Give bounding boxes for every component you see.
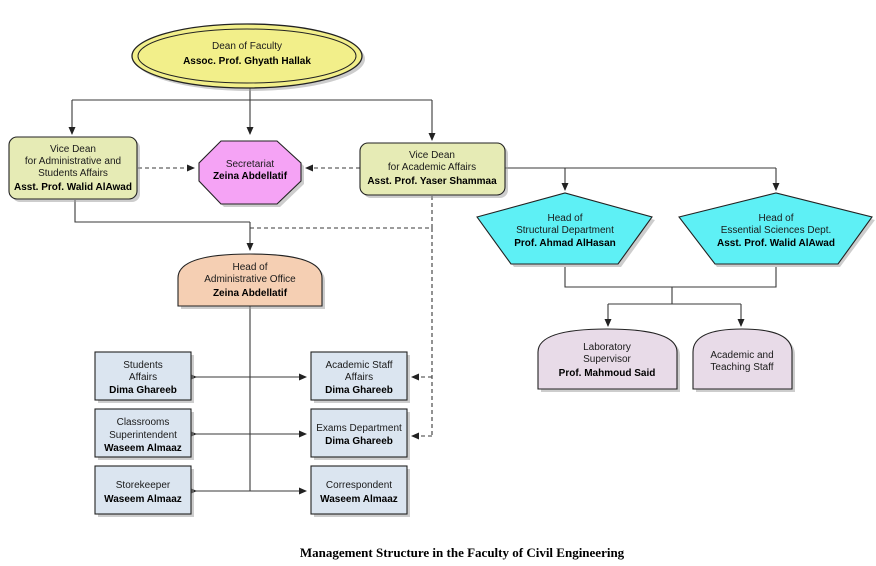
- vice-dean-admin-line1: Vice Dean: [50, 144, 96, 155]
- students-affairs-name: Dima Ghareeb: [109, 385, 177, 396]
- students-affairs-line1: Students: [123, 360, 162, 371]
- exams-box: [310, 408, 408, 458]
- dean-ellipse-inner: [137, 28, 357, 84]
- head-structural-line1: Head of: [547, 213, 582, 224]
- lab-supervisor-name: Prof. Mahmoud Said: [559, 368, 656, 379]
- correspondent-node: Correspondent Waseem Almaaz: [310, 465, 410, 517]
- exams-name: Dima Ghareeb: [325, 436, 393, 447]
- figure-caption: Management Structure in the Faculty of C…: [300, 545, 625, 560]
- head-sciences-name: Asst. Prof. Walid AlAwad: [717, 238, 835, 249]
- academic-staff-box: [310, 351, 408, 401]
- students-affairs-line2: Affairs: [129, 372, 157, 383]
- lab-supervisor-line1: Laboratory: [583, 342, 631, 353]
- storekeeper-line1: Storekeeper: [116, 480, 171, 491]
- head-structural-node: Head of Structural Department Prof. Ahma…: [476, 192, 655, 267]
- students-affairs-node: Students Affairs Dima Ghareeb: [94, 351, 194, 403]
- dean-ellipse-outer: [131, 23, 363, 89]
- lab-supervisor-node: Laboratory Supervisor Prof. Mahmoud Said: [537, 328, 680, 392]
- academic-staff-node: Academic Staff Affairs Dima Ghareeb: [310, 351, 410, 403]
- head-sciences-pentagon: [678, 192, 873, 265]
- teaching-staff-node: Academic and Teaching Staff: [692, 328, 795, 392]
- storekeeper-box: [94, 465, 192, 515]
- head-structural-line2: Structural Department: [516, 225, 614, 236]
- dean-title: Dean of Faculty: [212, 41, 282, 52]
- head-structural-name: Prof. Ahmad AlHasan: [514, 238, 616, 249]
- academic-staff-line2: Affairs: [345, 372, 373, 383]
- academic-staff-name: Dima Ghareeb: [325, 385, 393, 396]
- secretariat-title: Secretariat: [226, 159, 275, 170]
- vice-dean-academic-line2: for Academic Affairs: [388, 162, 476, 173]
- classrooms-node: Classrooms Superintendent Waseem Almaaz: [94, 408, 194, 460]
- admin-office-line1: Head of: [232, 262, 267, 273]
- connectors: [68, 88, 780, 495]
- vice-dean-academic-box: [359, 142, 506, 196]
- vice-dean-admin-line3: Students Affairs: [38, 168, 108, 179]
- vice-dean-admin-box: [8, 136, 138, 200]
- classrooms-box: [94, 408, 192, 458]
- lab-supervisor-shape: [537, 328, 678, 390]
- vice-dean-academic-node: Vice Dean for Academic Affairs Asst. Pro…: [359, 142, 508, 198]
- dean-name: Assoc. Prof. Ghyath Hallak: [183, 56, 311, 67]
- storekeeper-name: Waseem Almaaz: [104, 494, 182, 505]
- correspondent-box: [310, 465, 408, 515]
- exams-node: Exams Department Dima Ghareeb: [310, 408, 410, 460]
- correspondent-line1: Correspondent: [326, 480, 392, 491]
- teaching-staff-line2: Teaching Staff: [710, 362, 773, 373]
- secretariat-node: Secretariat Zeina Abdellatif: [198, 140, 304, 207]
- vice-dean-admin-node: Vice Dean for Administrative and Student…: [8, 136, 140, 202]
- correspondent-name: Waseem Almaaz: [320, 494, 398, 505]
- secretariat-octagon: [198, 140, 302, 205]
- storekeeper-node: Storekeeper Waseem Almaaz: [94, 465, 194, 517]
- academic-staff-line1: Academic Staff: [325, 360, 392, 371]
- vice-dean-admin-name: Asst. Prof. Walid AlAwad: [14, 182, 132, 193]
- classrooms-line2: Superintendent: [109, 430, 177, 441]
- students-affairs-box: [94, 351, 192, 401]
- head-sciences-line1: Head of: [758, 213, 793, 224]
- head-sciences-node: Head of Essential Sciences Dept. Asst. P…: [678, 192, 875, 267]
- secretariat-name: Zeina Abdellatif: [213, 171, 288, 182]
- vice-dean-academic-name: Asst. Prof. Yaser Shammaa: [367, 176, 497, 187]
- head-sciences-line2: Essential Sciences Dept.: [721, 225, 832, 236]
- dean-node: Dean of Faculty Assoc. Prof. Ghyath Hall…: [131, 23, 365, 91]
- admin-office-node: Head of Administrative Office Zeina Abde…: [177, 253, 325, 309]
- admin-office-line2: Administrative Office: [204, 274, 296, 285]
- lab-supervisor-line2: Supervisor: [583, 354, 631, 365]
- classrooms-line1: Classrooms: [117, 417, 170, 428]
- head-structural-pentagon: [476, 192, 653, 265]
- classrooms-name: Waseem Almaaz: [104, 443, 182, 454]
- teaching-staff-line1: Academic and: [710, 350, 773, 361]
- admin-office-name: Zeina Abdellatif: [213, 288, 288, 299]
- exams-line1: Exams Department: [316, 423, 402, 434]
- admin-office-shape: [177, 253, 323, 307]
- vice-dean-admin-line2: for Administrative and: [25, 156, 121, 167]
- teaching-staff-shape: [692, 328, 793, 390]
- vice-dean-academic-line1: Vice Dean: [409, 150, 455, 161]
